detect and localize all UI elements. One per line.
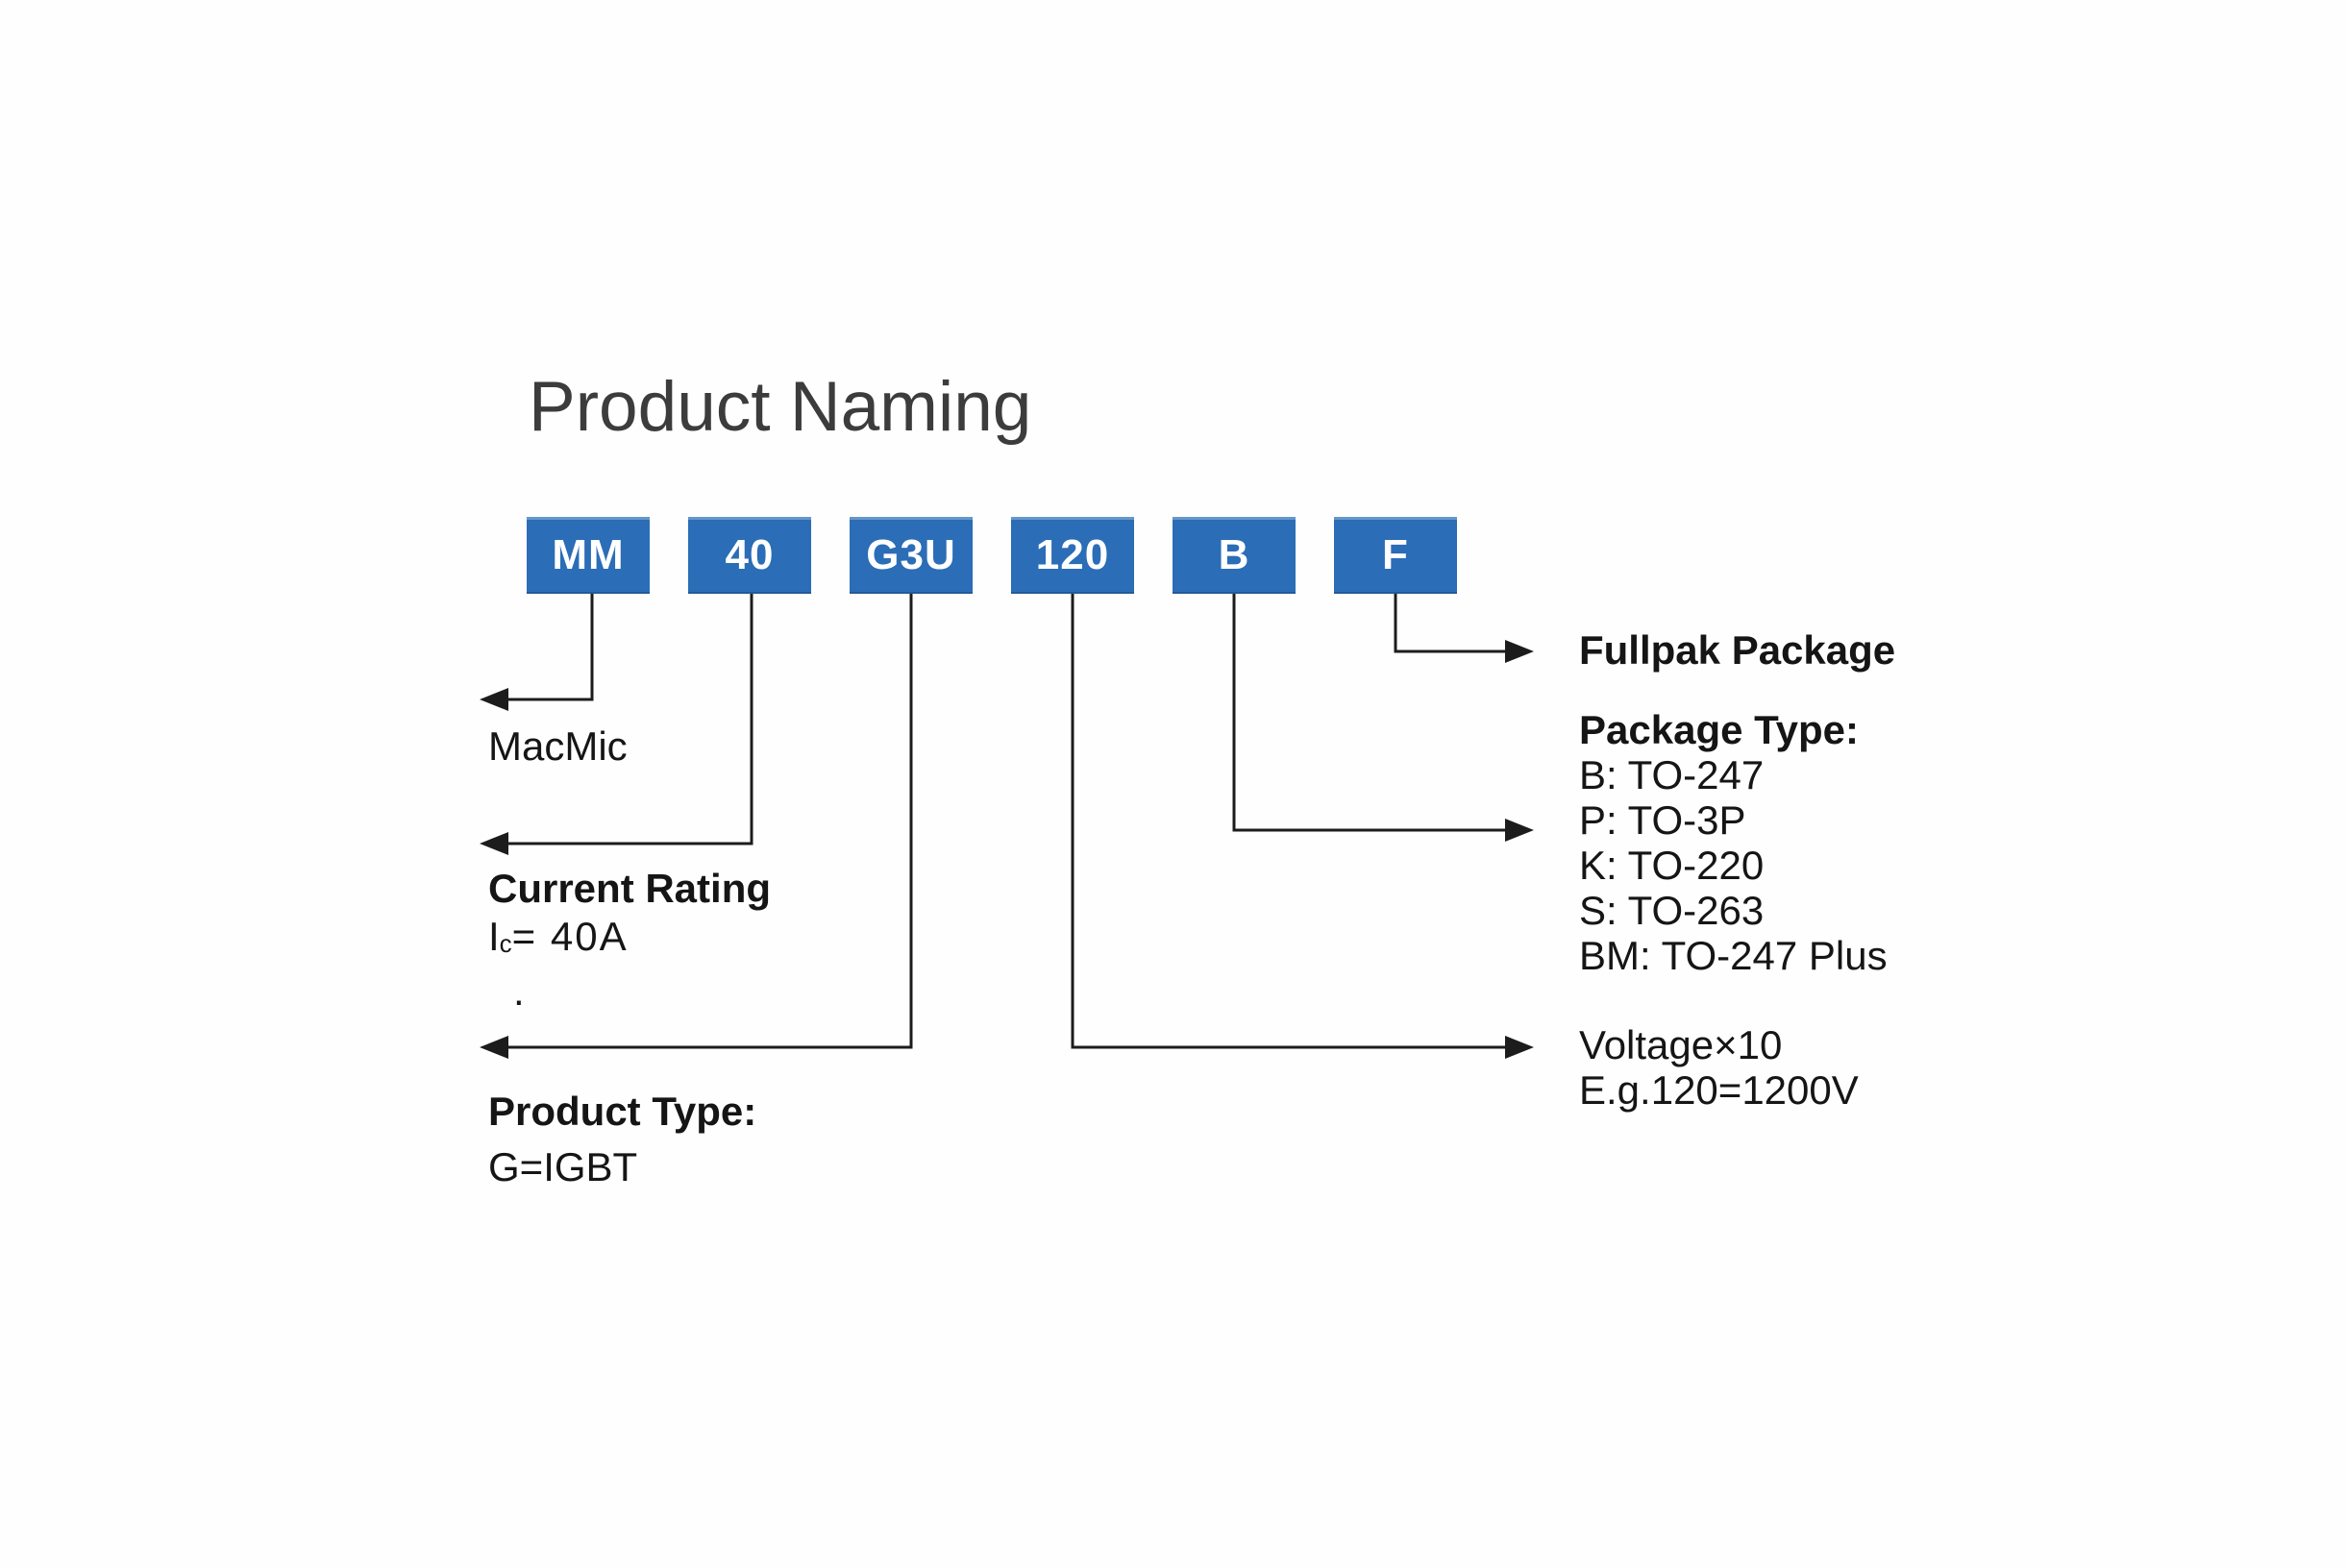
stray-dot: .: [513, 968, 525, 1014]
voltage-block: Voltage×10 E.g.120=1200V: [1579, 1022, 1859, 1113]
code-box-40: 40: [688, 517, 811, 594]
code-box-mm-label: MM: [552, 531, 625, 578]
code-box-b: B: [1173, 517, 1296, 594]
code-box-g3u-label: G3U: [866, 531, 956, 578]
code-box-120: 120: [1011, 517, 1134, 594]
current-symbol-base: I: [488, 914, 500, 959]
page-title: Product Naming: [529, 368, 1032, 446]
package-type-item-p: P: TO-3P: [1579, 797, 1746, 843]
code-box-f: F: [1334, 517, 1457, 594]
package-type-block: Package Type: B: TO-247 P: TO-3P K: TO-2…: [1579, 707, 1888, 978]
code-box-g3u: G3U: [850, 517, 973, 594]
package-type-item-s: S: TO-263: [1579, 888, 1765, 933]
current-rating-value: Ic= 40A: [488, 913, 771, 968]
package-type-item-b: B: TO-247: [1579, 752, 1765, 797]
product-type-detail: G=IGBT: [488, 1144, 638, 1189]
code-box-120-label: 120: [1035, 531, 1110, 578]
current-rating-block: Current Rating Ic= 40A .: [488, 865, 771, 1016]
code-box-40-label: 40: [725, 531, 775, 578]
product-type-heading: Product Type:: [488, 1089, 757, 1134]
current-symbol-subscript: c: [499, 929, 512, 958]
connector-mm-to-macmic: [480, 594, 594, 711]
package-type-heading: Package Type:: [1579, 707, 1860, 752]
connector-40-to-current-rating: [480, 594, 753, 855]
current-rating-heading: Current Rating: [488, 866, 771, 911]
voltage-line1: Voltage×10: [1579, 1022, 1783, 1067]
current-value-text: = 40A: [511, 914, 629, 959]
code-box-mm: MM: [527, 517, 650, 594]
connector-120-to-voltage: [1071, 594, 1534, 1059]
product-type-block: Product Type: G=IGBT: [488, 1084, 756, 1195]
package-type-item-k: K: TO-220: [1579, 843, 1765, 888]
connector-f-to-fullpak: [1394, 594, 1534, 663]
code-box-f-label: F: [1382, 531, 1409, 578]
connector-b-to-package-type: [1232, 594, 1534, 842]
fullpak-package-label: Fullpak Package: [1579, 627, 1896, 673]
stray-dot-line: .: [488, 968, 771, 1016]
package-type-item-bm: BM: TO-247 Plus: [1579, 933, 1888, 978]
code-box-b-label: B: [1218, 531, 1250, 578]
macmic-label: MacMic: [488, 723, 628, 769]
voltage-line2: E.g.120=1200V: [1579, 1067, 1859, 1113]
